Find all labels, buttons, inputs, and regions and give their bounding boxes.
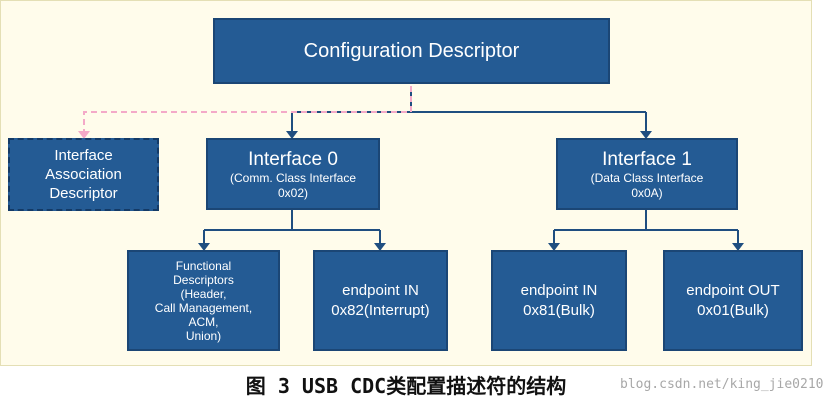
functional-descriptors-label: Functional Descriptors (Header, Call Man… [154, 258, 253, 343]
arrowhead-interface-0 [286, 131, 298, 139]
dashed-connector-association [83, 86, 412, 134]
endpoint-out-01-label: endpoint OUT 0x01(Bulk) [686, 281, 780, 319]
configuration-descriptor-box: Configuration Descriptor [213, 18, 610, 84]
interface-1-title: Interface 1 [602, 148, 692, 170]
arrowhead-association [78, 131, 90, 139]
endpoint-in-81-box: endpoint IN 0x81(Bulk) [491, 250, 627, 351]
functional-descriptors-box: Functional Descriptors (Header, Call Man… [127, 250, 280, 351]
endpoint-in-82-box: endpoint IN 0x82(Interrupt) [313, 250, 448, 351]
arrowhead-functional [198, 243, 210, 251]
arrowhead-endpoint-82 [374, 243, 386, 251]
interface-1-box: Interface 1 (Data Class Interface 0x0A) [556, 138, 738, 210]
figure-caption: 图 3 USB CDC类配置描述符的结构 [245, 374, 567, 398]
interface-0-title: Interface 0 [248, 148, 338, 170]
configuration-descriptor-label: Configuration Descriptor [303, 40, 520, 62]
interface-association-descriptor-label: Interface Association Descriptor [45, 147, 122, 202]
endpoint-in-82-label: endpoint IN 0x82(Interrupt) [331, 281, 430, 319]
connector-lines [78, 86, 744, 251]
interface-association-descriptor-box: Interface Association Descriptor [8, 138, 159, 211]
endpoint-out-01-box: endpoint OUT 0x01(Bulk) [663, 250, 803, 351]
endpoint-in-81-label: endpoint IN 0x81(Bulk) [520, 281, 598, 319]
interface-1-subtitle: (Data Class Interface 0x0A) [590, 170, 704, 200]
arrowhead-endpoint-81 [548, 243, 560, 251]
watermark: blog.csdn.net/king_jie0210 [620, 377, 824, 392]
interface-0-subtitle: (Comm. Class Interface 0x02) [229, 170, 357, 200]
interface-0-box: Interface 0 (Comm. Class Interface 0x02) [206, 138, 380, 210]
arrowhead-interface-1 [640, 131, 652, 139]
arrowhead-endpoint-01 [732, 243, 744, 251]
